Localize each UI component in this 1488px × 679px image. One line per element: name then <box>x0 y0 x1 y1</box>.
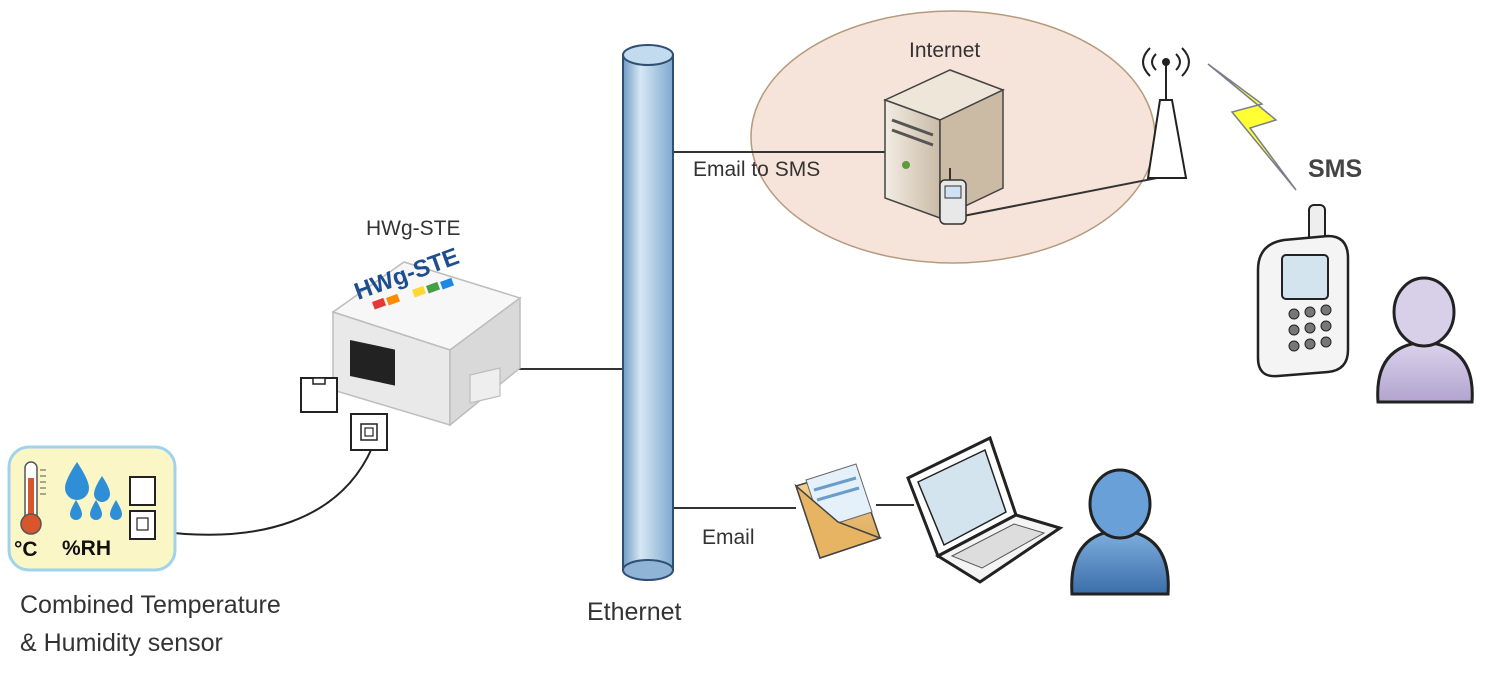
temperature-humidity-sensor <box>7 445 177 572</box>
envelope-icon <box>794 463 883 559</box>
ethernet-label: Ethernet <box>587 598 682 626</box>
laptop-icon <box>906 435 1064 584</box>
connector-socket-icon <box>350 413 388 451</box>
sms-label: SMS <box>1308 155 1363 183</box>
user-icon-sms <box>1376 276 1474 404</box>
device-name-label: HWg-STE <box>366 217 461 240</box>
sensor-port-top-icon <box>129 476 156 506</box>
unit-celsius-label: °C <box>14 538 38 561</box>
internet-label: Internet <box>909 39 981 62</box>
link-gsm-to-antenna <box>957 176 1163 218</box>
user-icon-email <box>1070 468 1170 596</box>
thermometer-icon <box>20 461 46 535</box>
cable-sensor-to-device <box>155 447 373 536</box>
connector-plug-icon <box>300 377 338 413</box>
ethernet-pipe <box>622 44 674 581</box>
sensor-label-line1: Combined Temperature <box>20 591 281 619</box>
hwg-ste-device <box>331 261 522 427</box>
gsm-modem-icon <box>939 168 967 225</box>
email-label: Email <box>702 526 755 549</box>
sensor-label-line2: & Humidity sensor <box>20 629 223 657</box>
water-drops-icon <box>65 462 122 520</box>
email-to-sms-label: Email to SMS <box>693 158 821 181</box>
antenna-icon <box>1142 47 1190 179</box>
mobile-phone-icon <box>1256 204 1350 378</box>
unit-rh-label: %RH <box>62 537 112 560</box>
sensor-port-bottom-icon <box>129 510 156 540</box>
lightning-icon <box>1207 63 1297 191</box>
